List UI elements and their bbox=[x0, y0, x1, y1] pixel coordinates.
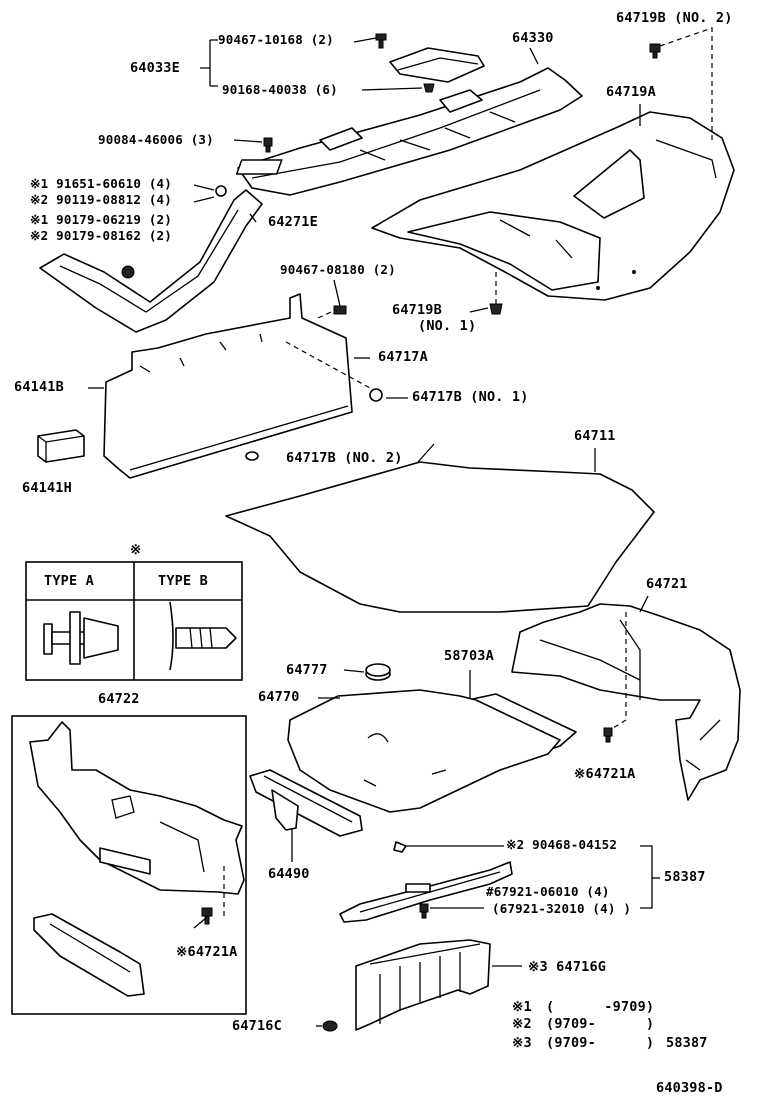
clip-table-header-mark: ※ bbox=[130, 542, 142, 558]
spare-cover-64770 bbox=[287, 689, 561, 813]
clip-cover-64033E bbox=[389, 47, 485, 83]
clip-91651-60610 bbox=[215, 185, 227, 197]
note-3-mark: ※3 bbox=[512, 1035, 532, 1051]
callout-64719A: 64719A bbox=[606, 84, 656, 100]
rear-panel-64719A bbox=[371, 111, 735, 301]
note-1-mark: ※1 bbox=[512, 999, 532, 1015]
callout-64719B: 64719B bbox=[392, 302, 442, 318]
callout-64721A-right: ※64721A bbox=[574, 766, 636, 782]
callout-91651-60610: ※1 91651-60610 (4) bbox=[30, 176, 173, 191]
clip-64717B-no1 bbox=[369, 388, 383, 402]
grommet-64777 bbox=[365, 663, 391, 681]
clip-64721A-left bbox=[201, 907, 213, 925]
wheelhouse-trim-64721 bbox=[511, 603, 741, 801]
clip-90168-40038 bbox=[423, 83, 435, 93]
callout-64721A-left: ※64721A bbox=[176, 944, 238, 960]
callout-90119-08812: ※2 90119-08812 (4) bbox=[30, 192, 173, 207]
callout-64717A: 64717A bbox=[378, 349, 428, 365]
callout-64719B-no2: 64719B (NO. 2) bbox=[616, 10, 733, 26]
trunk-mat-64711 bbox=[225, 461, 655, 613]
callout-64711: 64711 bbox=[574, 428, 616, 444]
callout-90084-46006: 90084-46006 (3) bbox=[98, 132, 214, 147]
left-trim-group-64722 bbox=[11, 715, 247, 1015]
clip-64721A-right bbox=[603, 727, 613, 743]
callout-64770: 64770 bbox=[258, 689, 300, 705]
clip-67921 bbox=[419, 903, 429, 919]
note-3-part: 58387 bbox=[666, 1035, 708, 1051]
clip-type-b-icon bbox=[169, 601, 237, 671]
step-plate-58387 bbox=[339, 861, 513, 923]
clip-64719B-no1 bbox=[489, 303, 503, 315]
clip-90084-46006 bbox=[263, 137, 273, 153]
clip-90467-10168 bbox=[375, 33, 387, 49]
callout-64033E: 64033E bbox=[130, 60, 180, 76]
side-trim-64141B bbox=[103, 293, 353, 479]
tray-64490 bbox=[249, 769, 363, 837]
callout-64717B-no2: 64717B (NO. 2) bbox=[286, 450, 403, 466]
callout-64777: 64777 bbox=[286, 662, 328, 678]
clip-90467-08180 bbox=[333, 305, 347, 315]
clip-type-table bbox=[25, 561, 243, 681]
callout-64716C: 64716C bbox=[232, 1018, 282, 1034]
callout-64141B: 64141B bbox=[14, 379, 64, 395]
callout-64721: 64721 bbox=[646, 576, 688, 592]
callout-90168-40038: 90168-40038 (6) bbox=[222, 82, 338, 97]
note-3-range: (9709- ) bbox=[546, 1035, 655, 1051]
clip-type-a-icon bbox=[43, 611, 119, 665]
callout-64717B-no1: 64717B (NO. 1) bbox=[412, 389, 529, 405]
callout-90467-10168: 90467-10168 (2) bbox=[218, 32, 334, 47]
clip-64716C bbox=[322, 1020, 338, 1032]
clip-64719B-no2 bbox=[649, 43, 661, 59]
callout-58387: 58387 bbox=[664, 869, 706, 885]
diagram-id: 640398-D bbox=[656, 1080, 723, 1096]
clip-table-type-a: TYPE A bbox=[44, 573, 94, 589]
package-tray-64330 bbox=[235, 67, 583, 196]
note-2-mark: ※2 bbox=[512, 1016, 532, 1032]
brace-64271E bbox=[39, 189, 263, 333]
callout-90467-08180: 90467-08180 (2) bbox=[280, 262, 396, 277]
callout-64141H: 64141H bbox=[22, 480, 72, 496]
callout-58703A: 58703A bbox=[444, 648, 494, 664]
callout-64719B-no1: (NO. 1) bbox=[418, 318, 477, 334]
block-64141H bbox=[37, 429, 85, 463]
callout-67921-32010: (67921-32010 (4) ) bbox=[492, 901, 632, 916]
callout-90179-06219: ※1 90179-06219 (2) bbox=[30, 212, 173, 227]
callout-90468-04152: ※2 90468-04152 bbox=[506, 837, 618, 852]
clip-90468-04152 bbox=[393, 841, 407, 853]
panel-64716G bbox=[355, 939, 491, 1031]
callout-67921-06010: #67921-06010 (4) bbox=[486, 884, 610, 899]
note-1-range: ( -9709) bbox=[546, 999, 655, 1015]
clip-64717B-no2 bbox=[245, 451, 259, 461]
callout-64271E: 64271E bbox=[268, 214, 318, 230]
clip-table-type-b: TYPE B bbox=[158, 573, 208, 589]
callout-90179-08162: ※2 90179-08162 (2) bbox=[30, 228, 173, 243]
callout-64330: 64330 bbox=[512, 30, 554, 46]
callout-64716G: ※3 64716G bbox=[528, 959, 607, 975]
callout-64722: 64722 bbox=[98, 691, 140, 707]
callout-64490: 64490 bbox=[268, 866, 310, 882]
note-2-range: (9709- ) bbox=[546, 1016, 655, 1032]
